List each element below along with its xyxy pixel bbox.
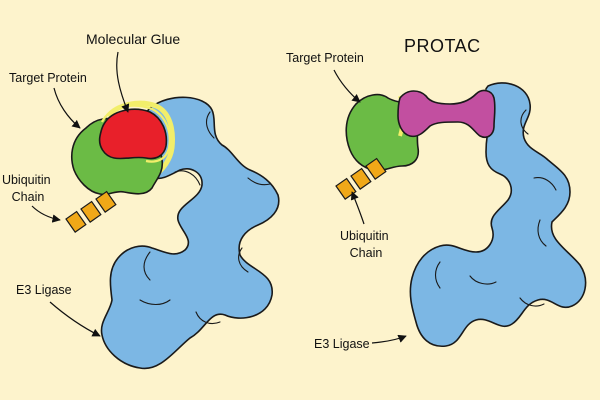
e3-fold-line (205, 111, 215, 139)
ubiquitin-label-line2: Chain (350, 246, 383, 260)
e3-fold-line (520, 109, 529, 135)
target-protein-label-left: Target Protein (9, 71, 87, 85)
e3-ligase-label-left: E3 Ligase (16, 283, 72, 297)
e3-fold-line (469, 275, 497, 285)
ubiquitin-unit (365, 157, 387, 180)
ubiquitin-unit (80, 200, 102, 223)
ubiquitin-label-line2: Chain (12, 190, 45, 204)
arrow-e3-ligase-right (371, 334, 407, 344)
arrow-target-protein-left (53, 87, 81, 129)
e3-fold-line (537, 219, 547, 247)
e3-fold-line (238, 247, 249, 273)
right-panel-protac: PROTAC Target Protein Ubiquitin Chain E3… (286, 36, 587, 351)
ubiquitin-unit (335, 177, 357, 200)
ubiquitin-unit (65, 210, 87, 233)
e3-fold-line (174, 170, 201, 186)
e3-ligase-shape-right (409, 82, 587, 347)
ubiquitin-label-line1: Ubiquitin (340, 229, 389, 243)
ubiquitin-label-line1: Ubiquitin (2, 173, 51, 187)
ubiquitin-chain-right (335, 157, 387, 200)
e3-fold-line (533, 177, 557, 191)
arrow-molecular-glue (116, 51, 130, 113)
e3-fold-line (434, 261, 441, 289)
e3-fold-line (247, 177, 271, 186)
ubiquitin-label-right: Ubiquitin Chain (340, 229, 392, 260)
e3-fold-line (139, 299, 171, 306)
ubiquitin-label-left: Ubiquitin Chain (2, 173, 54, 204)
ubiquitin-unit (95, 190, 117, 213)
ubiquitin-chain-left (65, 190, 117, 233)
arrow-e3-ligase-left (49, 301, 101, 337)
e3-fold-line (519, 297, 545, 307)
e3-ligase-label-right: E3 Ligase (314, 337, 370, 351)
target-protein-label-right: Target Protein (286, 51, 364, 65)
e3-fold-line (143, 251, 151, 281)
left-panel-molecular-glue: Molecular Glue Target Protein Ubiquitin … (2, 31, 280, 370)
arrow-ubiquitin-right (350, 191, 365, 225)
binding-interface (106, 100, 175, 180)
protac-shape (397, 89, 496, 139)
arrow-target-protein-right (333, 69, 361, 103)
e3-fold-line (195, 311, 221, 325)
ubiquitin-unit (350, 167, 372, 190)
protac-label: PROTAC (404, 36, 481, 56)
arrow-ubiquitin-left (31, 205, 61, 223)
molecular-glue-label: Molecular Glue (86, 31, 180, 47)
molecular-glue-shape (98, 108, 168, 160)
